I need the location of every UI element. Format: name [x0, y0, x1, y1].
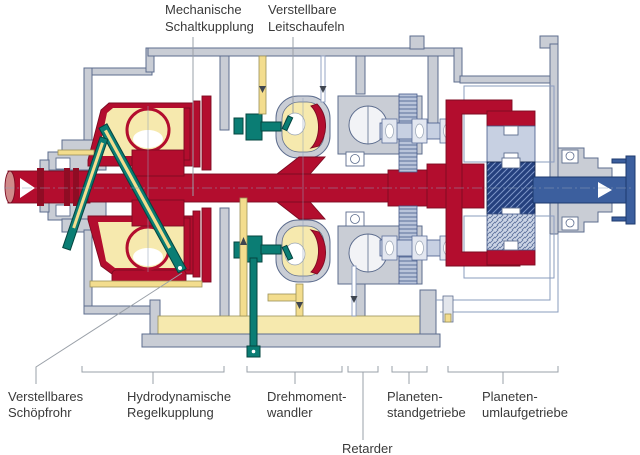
scoop-tube [62, 123, 187, 274]
mechanical-clutch [183, 95, 212, 283]
label-leitschaufeln-2: Leitschaufeln [268, 19, 345, 34]
label-wandler-2: wandler [266, 405, 313, 420]
label-standgetriebe-2: standgetriebe [387, 405, 466, 420]
label-schoepfrohr-1: Verstellbares [8, 389, 84, 404]
label-schoepfrohr-2: Schöpfrohr [8, 405, 72, 420]
label-retarder: Retarder [342, 441, 393, 455]
guide-vane-actuators [233, 113, 294, 263]
output-flow-arrow-icon [598, 182, 612, 198]
label-standgetriebe-1: Planeten- [387, 389, 443, 404]
input-shaft [4, 168, 91, 206]
leader-lines [35, 37, 559, 440]
label-umlaufgetriebe-2: umlaufgetriebe [482, 405, 568, 420]
output-shaft [532, 147, 636, 233]
label-leitschaufeln-1: Verstellbare [268, 2, 337, 17]
labels: Mechanische Schaltkupplung Verstellbare … [8, 2, 568, 455]
planetary-epicyclic-gear [445, 99, 536, 267]
label-regelkupplung-1: Hydrodynamische [127, 389, 231, 404]
oil-pipes [57, 55, 358, 317]
vane-control-pipe [246, 257, 261, 358]
label-umlaufgetriebe-1: Planeten- [482, 389, 538, 404]
oil-sump [157, 315, 421, 335]
label-schaltkupplung-2: Schaltkupplung [165, 19, 254, 34]
label-schaltkupplung-1: Mechanische [165, 2, 242, 17]
label-wandler-1: Drehmoment- [267, 389, 346, 404]
label-regelkupplung-2: Regelkupplung [127, 405, 214, 420]
